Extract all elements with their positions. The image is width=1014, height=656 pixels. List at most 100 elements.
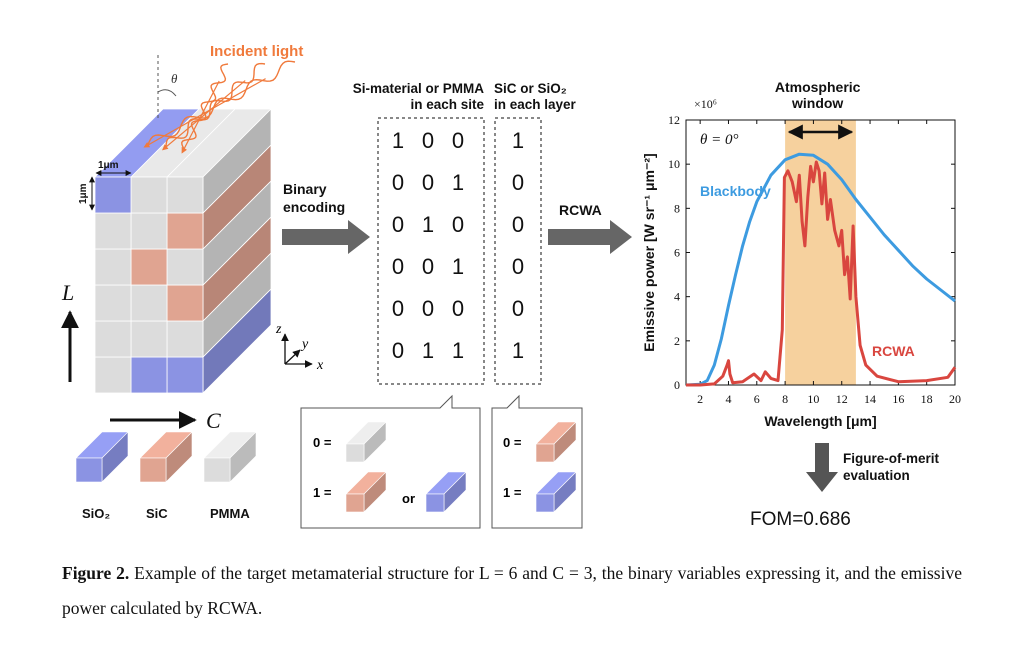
encoding-key: 0 = 1 = or 0 = 1 = [300,394,583,529]
x-tick-label: 16 [892,392,904,406]
x-tick-label: 2 [697,392,703,406]
theta-label: θ [171,71,178,86]
site-bit: 1 [452,338,464,363]
site-key-zero: 0 = [313,435,332,450]
light-wave [147,60,296,146]
structure-cell [94,320,132,358]
layer-header-1: SiC or SiO₂ [494,81,567,96]
site-key-or: or [402,491,415,506]
C-axis: C [110,408,221,433]
height-label: 1μm [78,183,89,204]
structure-cell [166,216,272,322]
site-bit: 1 [392,128,404,153]
legend-label: SiC [146,506,168,521]
y-tick-label: 0 [674,378,680,392]
structure-cell [166,180,272,286]
site-bit: 1 [452,170,464,195]
blackbody-label: Blackbody [700,183,771,199]
layer-bit: 1 [512,128,524,153]
fom-arrow: Figure-of-merit evaluation FOM=0.686 [750,443,940,530]
y-tick-label: 4 [674,290,680,304]
layer-bit: 0 [512,254,524,279]
rcwa-label: RCWA [872,343,915,359]
legend-swatch [139,431,193,483]
structure-cell [130,284,168,322]
y-tick-label: 8 [674,201,680,215]
y-tick-label: 10 [668,157,680,171]
x-tick-label: 4 [725,392,731,406]
structure-cell [130,212,168,250]
site-bit: 0 [452,296,464,321]
material-legend: SiO₂ SiC PMMA [75,431,257,521]
site-bit: 0 [392,212,404,237]
site-bit: 1 [422,338,434,363]
z-label: z [275,322,282,337]
legend-swatch [75,431,129,483]
y-label: y [300,337,309,352]
light-ray [181,80,220,154]
structure-cell [130,108,236,214]
layer-bit: 0 [512,296,524,321]
x-tick-label: 12 [836,392,848,406]
incident-light-waves: θ [143,55,296,154]
layer-bit: 0 [512,170,524,195]
site-bit: 0 [392,338,404,363]
x-tick-label: 8 [782,392,788,406]
series-rcwa [686,160,957,387]
x-axis-label: Wavelength [μm] [764,413,876,429]
legend-label: PMMA [210,506,250,521]
series-blackbody [685,152,956,387]
fom-value: FOM=0.686 [750,509,851,530]
site-bit: 1 [422,212,434,237]
site-bit: 0 [452,212,464,237]
y-multiplier: ×10⁶ [694,97,717,111]
x-tick-label: 20 [949,392,961,406]
caption-text: Example of the target metamaterial struc… [62,563,962,618]
site-bit: 0 [392,170,404,195]
rcwa-arrow-label: RCWA [559,202,602,218]
layer-key-zero: 0 = [503,435,522,450]
site-bit: 0 [392,254,404,279]
coordinate-axes: z y x [275,322,324,373]
legend-swatch [203,431,257,483]
structure-cell [130,248,168,286]
x-tick-label: 6 [754,392,760,406]
fom-arrow-label-1: Figure-of-merit [843,451,940,466]
L-label: L [61,280,74,305]
site-header-2: in each site [410,97,484,112]
site-bit: 1 [452,254,464,279]
structure-cell [94,284,132,322]
key-sio2-layer-block [535,471,577,513]
structure-cell [94,212,132,250]
structure-cell [130,356,168,394]
key-sio2-block [425,471,467,513]
x-tick-label: 14 [864,392,876,406]
layer-key-one: 1 = [503,485,522,500]
site-header-1: Si-material or PMMA [353,81,485,96]
y-tick-label: 2 [674,334,680,348]
rcwa-arrow: RCWA [548,202,632,254]
site-bit: 0 [422,170,434,195]
layer-bit: 0 [512,212,524,237]
atmospheric-window-label-1: Atmospheric [775,79,861,95]
binary-encoding-label-1: Binary [283,181,327,197]
site-bit: 0 [452,128,464,153]
legend-label: SiO₂ [82,506,110,521]
angle-annotation: θ = 0° [700,132,739,148]
site-bit: 0 [422,296,434,321]
x-label: x [316,358,324,373]
structure-cell [94,356,132,394]
x-tick-label: 18 [921,392,933,406]
site-key-one: 1 = [313,485,332,500]
incident-light-label: Incident light [210,43,303,60]
size-annotations: 1μm 1μm [78,160,132,211]
y-tick-label: 12 [668,113,680,127]
layer-bit: 1 [512,338,524,363]
caption-label: Figure 2. [62,563,130,583]
y-tick-label: 6 [674,246,680,260]
y-axis-label: Emissive power [W sr⁻¹ μm⁻²] [641,153,657,351]
light-wave [181,63,229,150]
